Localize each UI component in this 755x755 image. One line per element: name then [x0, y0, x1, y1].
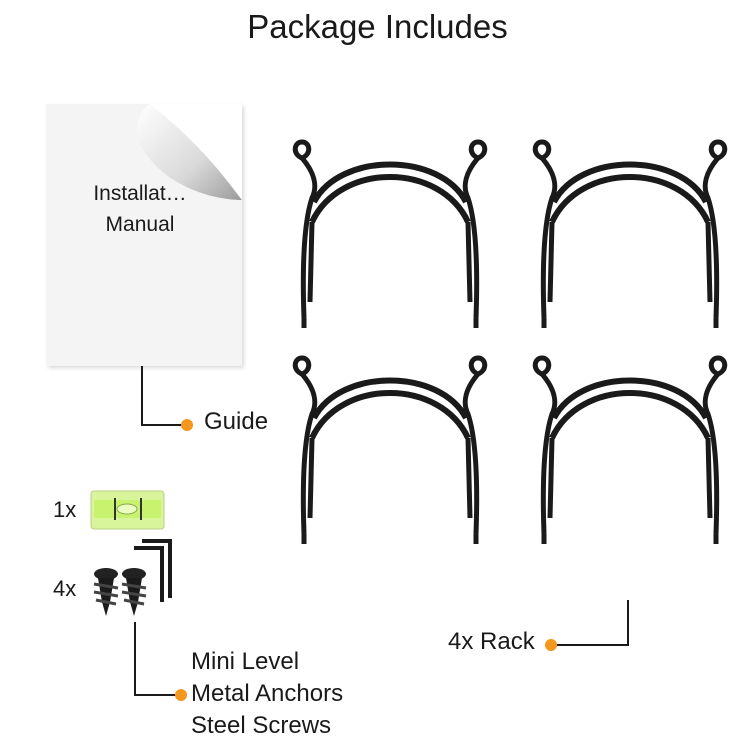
- rack-connector-vertical: [627, 600, 629, 646]
- accessory-label-steel-screws: Steel Screws: [191, 712, 332, 739]
- guide-label: Guide: [204, 408, 269, 435]
- mini-level-icon: [90, 490, 165, 530]
- page-title: Package Includes: [247, 8, 508, 45]
- accessory-label-metal-anchors: Metal Anchors: [191, 680, 344, 707]
- guide-connector-vertical: [141, 366, 143, 426]
- anchors-screws-icon: [93, 539, 172, 616]
- accessory-connector-horizontal: [134, 694, 178, 696]
- page-curl-icon: [137, 104, 242, 200]
- rack-4: [535, 358, 725, 544]
- rack-dot: [545, 639, 557, 651]
- guide-dot: [181, 419, 193, 431]
- rack-label: 4x Rack: [448, 628, 535, 655]
- guide-connector-horizontal: [141, 424, 185, 426]
- rack-connector-horizontal: [552, 644, 629, 646]
- accessory-connector-vertical: [134, 622, 136, 696]
- rack-2: [535, 142, 725, 328]
- level-quantity: 1x: [53, 497, 77, 522]
- manual-text-line2: Manual: [105, 213, 175, 236]
- accessory-label-mini-level: Mini Level: [191, 648, 300, 675]
- accessory-dot: [175, 689, 187, 701]
- manual-text: Installat… Manual: [60, 178, 220, 240]
- rack-1: [295, 142, 485, 328]
- rack-3: [295, 358, 485, 544]
- manual-text-line1: Installat…: [93, 182, 187, 205]
- screws-quantity: 4x: [53, 576, 77, 601]
